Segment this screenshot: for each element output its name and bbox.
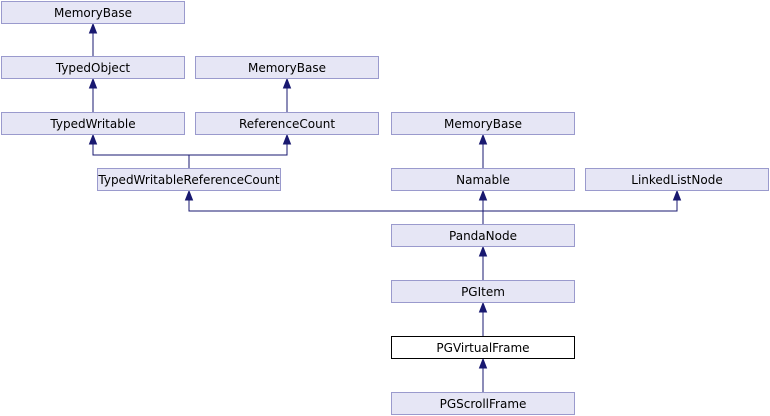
class-box xyxy=(391,112,575,135)
class-node-pgvirtualframe-pgvf[interactable]: PGVirtualFrame xyxy=(391,336,575,359)
class-box xyxy=(97,168,281,191)
edge-line xyxy=(188,200,484,224)
class-box xyxy=(1,56,185,79)
class-node-memorybase-mb1[interactable]: MemoryBase xyxy=(1,1,185,24)
edge-pn-to-twrc xyxy=(184,189,484,224)
class-box xyxy=(391,168,575,191)
edge-line xyxy=(92,144,190,168)
edges-layer xyxy=(88,22,682,392)
arrowhead xyxy=(478,189,488,201)
class-node-pgitem-pgi[interactable]: PGItem xyxy=(391,280,575,303)
edge-pgvf-to-pgi xyxy=(478,301,488,336)
class-label: Namable xyxy=(456,173,510,187)
class-node-memorybase-mb3[interactable]: MemoryBase xyxy=(391,112,575,135)
class-label: TypedObject xyxy=(55,61,131,75)
arrowhead xyxy=(184,189,194,201)
class-label: PGScrollFrame xyxy=(440,397,527,411)
class-box xyxy=(1,1,185,24)
edge-tw-to-to xyxy=(88,77,98,112)
class-node-linkedlistnode-lln[interactable]: LinkedListNode xyxy=(585,168,769,191)
edge-nm-to-mb3 xyxy=(478,133,488,168)
class-node-pandanode-pn[interactable]: PandaNode xyxy=(391,224,575,247)
class-label: MemoryBase xyxy=(248,61,326,75)
class-node-typedwritablereferencecount-twrc[interactable]: TypedWritableReferenceCount xyxy=(97,168,281,191)
class-node-referencecount-rc[interactable]: ReferenceCount xyxy=(195,112,379,135)
edge-to-to-mb1 xyxy=(88,22,98,56)
edge-twrc-to-tw xyxy=(88,133,190,168)
arrowhead xyxy=(282,133,292,145)
class-node-typedwritable-tw[interactable]: TypedWritable xyxy=(1,112,185,135)
class-box xyxy=(1,112,185,135)
edge-line xyxy=(482,200,678,224)
edge-line xyxy=(188,144,288,168)
edge-pgsf-to-pgvf xyxy=(478,357,488,392)
arrowhead xyxy=(478,301,488,313)
class-box xyxy=(391,336,575,359)
class-label: ReferenceCount xyxy=(239,117,335,131)
class-box xyxy=(195,56,379,79)
class-box xyxy=(391,224,575,247)
class-label: TypedWritable xyxy=(49,117,135,131)
class-label: PGItem xyxy=(461,285,505,299)
arrowhead xyxy=(88,22,98,34)
arrowhead xyxy=(478,133,488,145)
class-label: TypedWritableReferenceCount xyxy=(97,173,280,187)
edge-twrc-to-rc xyxy=(188,133,292,168)
arrowhead xyxy=(282,77,292,89)
class-box xyxy=(195,112,379,135)
arrowhead xyxy=(478,245,488,257)
edge-pn-to-lln xyxy=(482,189,682,224)
class-box xyxy=(391,280,575,303)
arrowhead xyxy=(672,189,682,201)
edge-rc-to-mb2 xyxy=(282,77,292,112)
class-node-memorybase-mb2[interactable]: MemoryBase xyxy=(195,56,379,79)
class-label: MemoryBase xyxy=(54,6,132,20)
class-label: MemoryBase xyxy=(444,117,522,131)
arrowhead xyxy=(88,133,98,145)
class-node-typedobject-to[interactable]: TypedObject xyxy=(1,56,185,79)
arrowhead xyxy=(88,77,98,89)
class-label: PGVirtualFrame xyxy=(436,341,529,355)
class-box xyxy=(585,168,769,191)
class-label: LinkedListNode xyxy=(631,173,722,187)
class-node-pgscrollframe-pgsf[interactable]: PGScrollFrame xyxy=(391,392,575,415)
class-node-namable-nm[interactable]: Namable xyxy=(391,168,575,191)
class-label: PandaNode xyxy=(449,229,517,243)
arrowhead xyxy=(478,357,488,369)
class-box xyxy=(391,392,575,415)
edge-pgi-to-pn xyxy=(478,245,488,280)
